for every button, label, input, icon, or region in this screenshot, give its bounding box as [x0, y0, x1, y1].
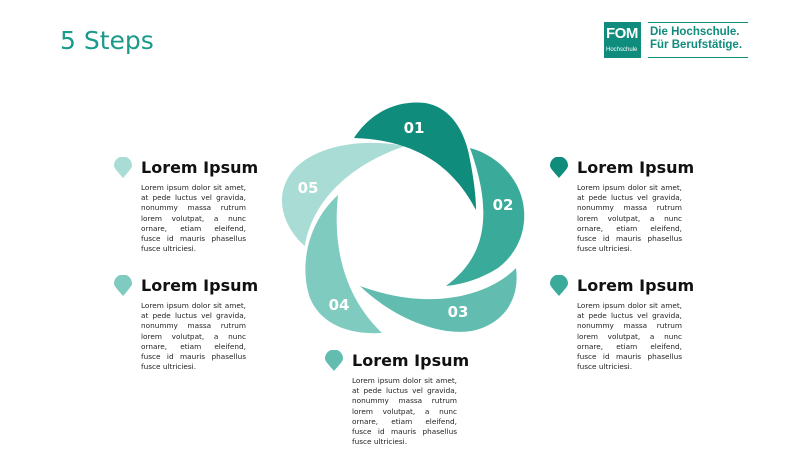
fom-logo: FOM Hochschule Die Hochschule. Für Beruf… [604, 22, 750, 58]
step-number-01: 01 [404, 119, 425, 137]
page-title: 5 Steps [60, 26, 154, 55]
map-pin-icon [550, 157, 568, 178]
block-body: Lorem ipsum dolor sit amet, at pede luct… [352, 376, 457, 447]
step-03-segment [360, 268, 517, 332]
logo-brand: FOM [606, 25, 638, 42]
map-pin-icon [114, 157, 132, 178]
step-01-segment [354, 102, 476, 210]
step-05-segment [281, 142, 405, 246]
step-number-02: 02 [493, 196, 514, 214]
logo-tagline-2: Für Berufstätige. [650, 39, 743, 51]
step-04-segment [305, 195, 382, 334]
block-heading: Lorem Ipsum [141, 158, 259, 177]
block-body: Lorem ipsum dolor sit amet, at pede luct… [141, 183, 246, 254]
block-body: Lorem ipsum dolor sit amet, at pede luct… [141, 301, 246, 372]
block-heading: Lorem Ipsum [577, 158, 695, 177]
block-heading: Lorem Ipsum [352, 351, 470, 370]
block-heading: Lorem Ipsum [577, 276, 695, 295]
step-number-04: 04 [329, 296, 350, 314]
block-body: Lorem ipsum dolor sit amet, at pede luct… [577, 301, 682, 372]
logo-tagline-1: Die Hochschule. [650, 26, 740, 38]
step-number-03: 03 [448, 303, 469, 321]
map-pin-icon [325, 350, 343, 371]
step-02-segment [446, 148, 525, 286]
map-pin-icon [550, 275, 568, 296]
block-heading: Lorem Ipsum [141, 276, 259, 295]
map-pin-icon [114, 275, 132, 296]
logo-sub: Hochschule [606, 47, 638, 53]
step-number-05: 05 [298, 179, 319, 197]
logo-box: FOM Hochschule [604, 22, 641, 58]
logo-divider [648, 57, 748, 58]
block-body: Lorem ipsum dolor sit amet, at pede luct… [577, 183, 682, 254]
logo-divider [648, 22, 748, 23]
